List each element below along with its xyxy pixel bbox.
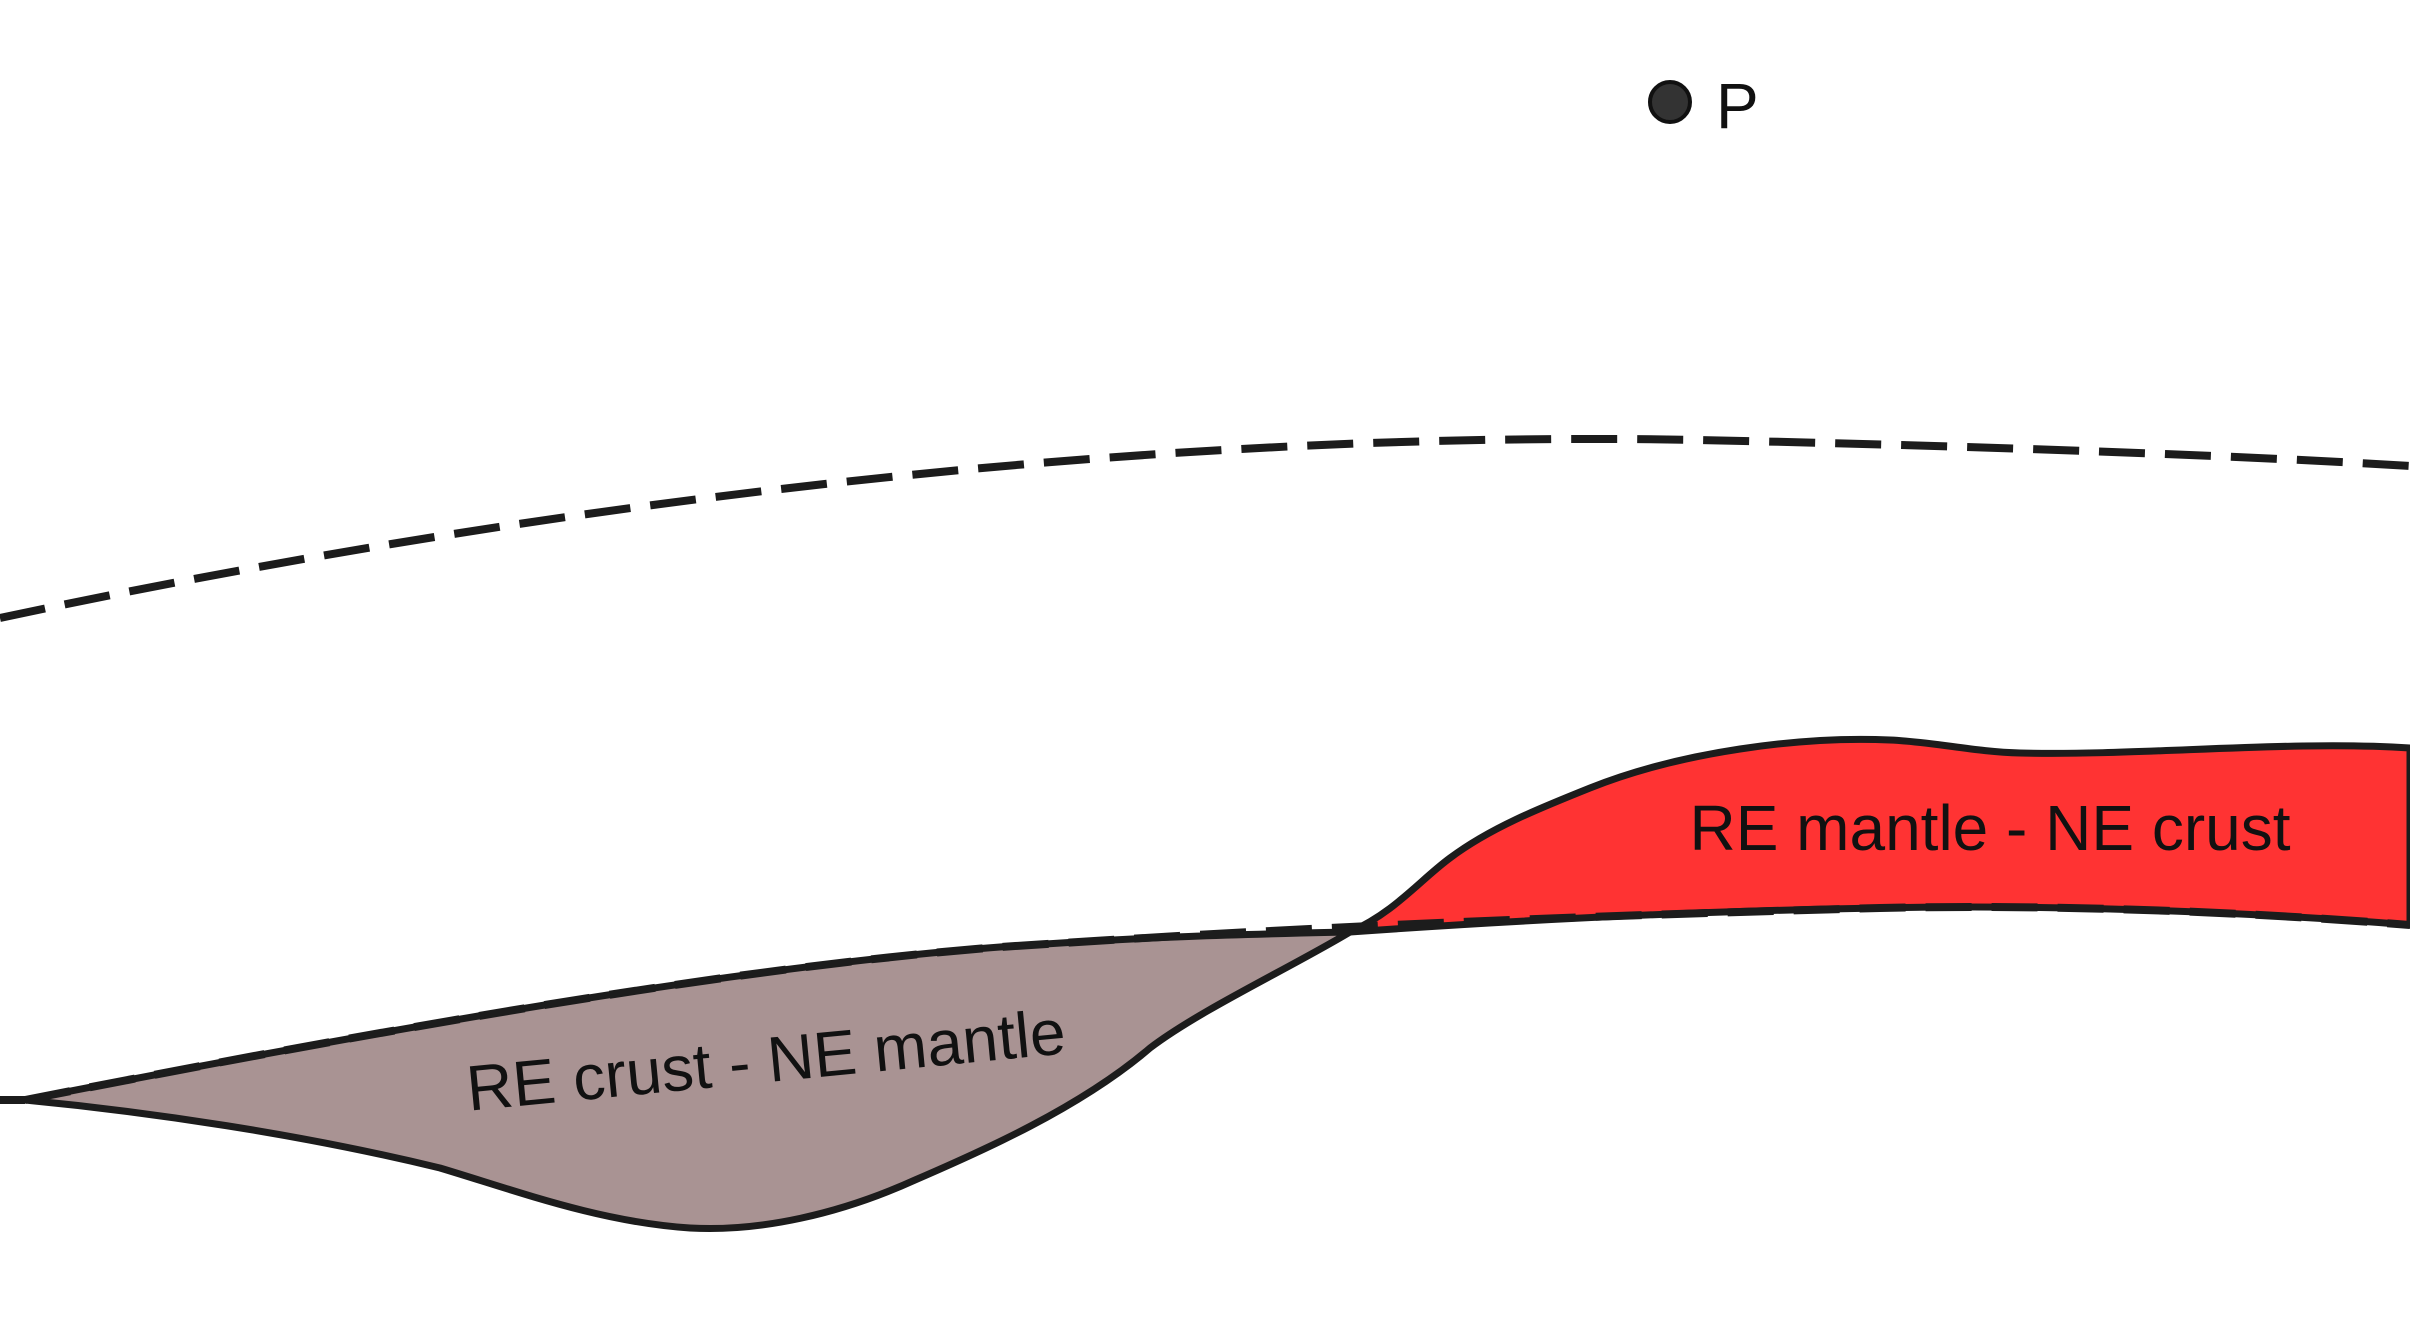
upper-dashed-boundary xyxy=(0,434,2410,622)
lower-dashed-boundary xyxy=(24,902,2410,1104)
point-p-marker xyxy=(1648,80,1692,124)
red-region-label: RE mantle - NE crust xyxy=(1689,792,2290,864)
point-p-label: P xyxy=(1716,70,1759,142)
